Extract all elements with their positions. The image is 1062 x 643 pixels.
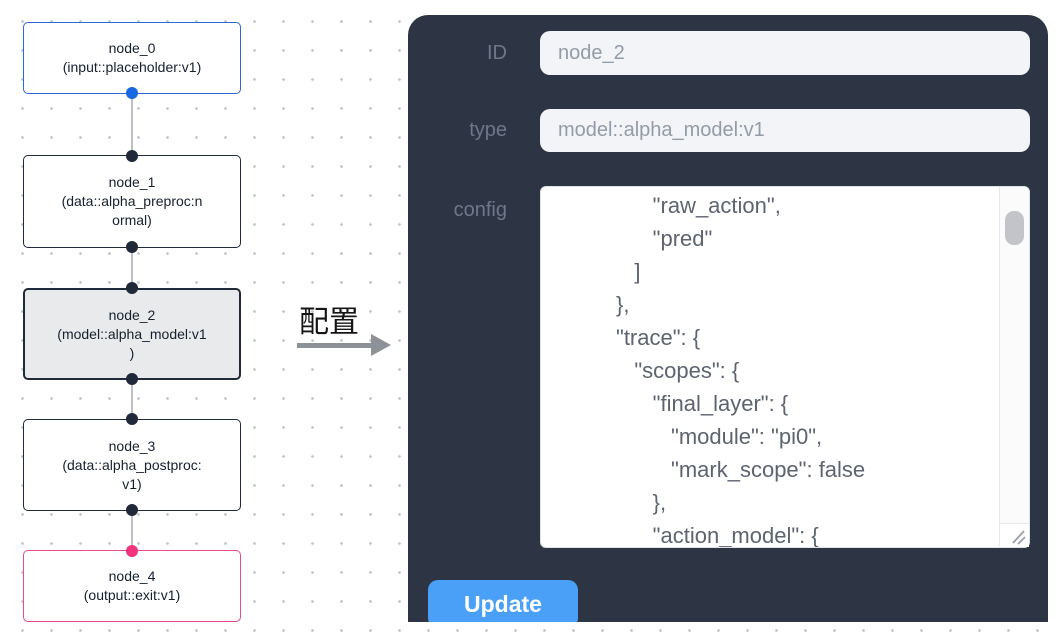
flow-node-node_3[interactable]: node_3 (data::alpha_postproc: v1): [23, 419, 241, 511]
flow-node-node_4[interactable]: node_4 (output::exit:v1): [23, 550, 241, 622]
port-dot[interactable]: [126, 413, 138, 425]
type-input[interactable]: [540, 109, 1030, 152]
config-textarea[interactable]: "raw_action", "pred" ] }, "trace": { "sc…: [540, 186, 1030, 548]
scrollbar-thumb[interactable]: [1005, 211, 1024, 245]
port-dot[interactable]: [126, 150, 138, 162]
node-label: node_3 (data::alpha_postproc: v1): [62, 437, 202, 492]
edge-connector: [131, 93, 133, 156]
config-json-text[interactable]: "raw_action", "pred" ] }, "trace": { "sc…: [616, 193, 866, 547]
port-dot[interactable]: [126, 241, 138, 253]
arrow-head-icon: [371, 334, 391, 356]
scrollbar-track[interactable]: [999, 187, 1029, 523]
node-label: node_2 (model::alpha_model:v1 ): [57, 306, 207, 361]
node-label: node_0 (input::placeholder:v1): [62, 40, 202, 75]
resize-handle[interactable]: [999, 523, 1029, 547]
update-button[interactable]: Update: [428, 580, 578, 622]
port-dot[interactable]: [126, 504, 138, 516]
port-dot[interactable]: [126, 373, 138, 385]
flow-node-node_0[interactable]: node_0 (input::placeholder:v1): [23, 22, 241, 94]
arrow-icon: [297, 343, 373, 348]
resize-grip-icon: [1012, 530, 1026, 545]
type-field-label: type: [469, 119, 507, 141]
edge-connector: [131, 379, 133, 419]
node-label: node_4 (output::exit:v1): [83, 568, 181, 603]
edge-connector: [131, 510, 133, 551]
id-field-label: ID: [487, 42, 507, 64]
port-dot[interactable]: [126, 545, 138, 557]
edge-connector: [131, 247, 133, 288]
port-dot[interactable]: [126, 87, 138, 99]
config-field-label: config: [453, 199, 507, 221]
configure-annotation: 配置: [299, 306, 359, 339]
port-dot[interactable]: [126, 282, 138, 294]
flow-node-node_1[interactable]: node_1 (data::alpha_preproc:n ormal): [23, 155, 241, 248]
id-input[interactable]: [540, 31, 1030, 75]
flow-node-node_2[interactable]: node_2 (model::alpha_model:v1 ): [23, 288, 241, 380]
node-label: node_1 (data::alpha_preproc:n ormal): [61, 174, 203, 228]
node-config-panel: ID type config "raw_action", "pred" ] },…: [408, 15, 1048, 622]
